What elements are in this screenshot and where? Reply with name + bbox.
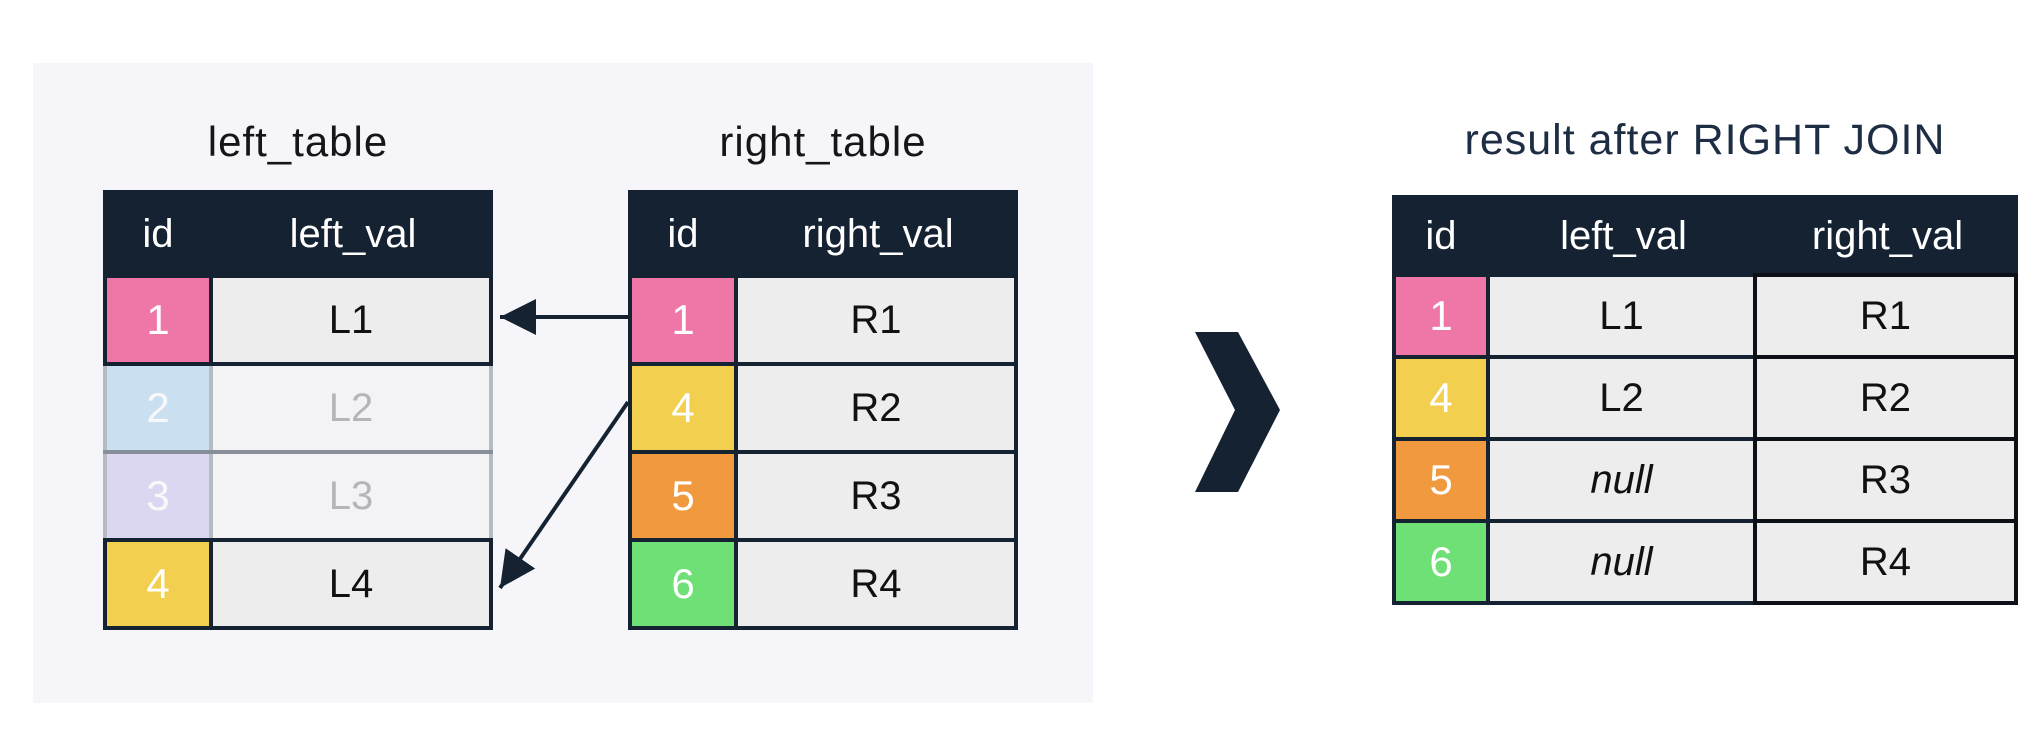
value-cell: R3 — [734, 450, 1018, 542]
id-cell: 1 — [103, 274, 213, 366]
value-cell: R2 — [734, 362, 1018, 454]
id-cell: 6 — [628, 538, 738, 630]
id-cell: 4 — [1392, 355, 1490, 441]
column-header-right-val: right_val — [802, 211, 954, 256]
id-cell: 5 — [1392, 437, 1490, 523]
left-val-null-cell: null — [1486, 437, 1757, 523]
table-row: 4 R2 — [628, 362, 1018, 454]
table-row: 4 L4 — [103, 538, 493, 630]
result-table-title: result after RIGHT JOIN — [1464, 116, 1946, 164]
chevron-right-icon — [1195, 332, 1280, 492]
left-val-null-cell: null — [1486, 519, 1757, 605]
left-table: id left_val 1 L1 2 L2 3 L3 4 L4 — [103, 190, 493, 630]
right-table-title: right_table — [719, 118, 927, 165]
value-cell: L1 — [209, 274, 493, 366]
table-row: 1 R1 — [628, 274, 1018, 366]
right-val-cell: R4 — [1753, 519, 2018, 605]
value-cell: L2 — [209, 362, 493, 454]
id-cell: 4 — [628, 362, 738, 454]
value-cell: L3 — [209, 450, 493, 542]
column-header-right-val: right_val — [1811, 213, 1964, 258]
right-table-header: id right_val — [628, 190, 1018, 278]
column-header-left-val: left_val — [1560, 213, 1687, 258]
value-cell: R4 — [734, 538, 1018, 630]
table-row-unmatched: 3 L3 — [103, 450, 493, 542]
right-val-cell: R1 — [1753, 273, 2018, 359]
id-cell: 1 — [1392, 273, 1490, 359]
result-table: id left_val right_val 1 L1 R1 4 L2 R2 5 … — [1392, 195, 2018, 605]
table-row-unmatched: 2 L2 — [103, 362, 493, 454]
id-cell: 2 — [103, 362, 213, 454]
table-row: 1 L1 — [103, 274, 493, 366]
left-val-cell: L2 — [1486, 355, 1757, 441]
column-header-id: id — [667, 211, 699, 256]
left-table-title: left_table — [207, 118, 389, 165]
left-table-header: id left_val — [103, 190, 493, 278]
result-table-header: id left_val right_val — [1392, 195, 2018, 277]
value-cell: R1 — [734, 274, 1018, 366]
id-cell: 6 — [1392, 519, 1490, 605]
column-header-left-val: left_val — [289, 211, 417, 256]
table-row: 6 null R4 — [1392, 519, 2018, 605]
right-val-cell: R3 — [1753, 437, 2018, 523]
right-table: id right_val 1 R1 4 R2 5 R3 6 R4 — [628, 190, 1018, 630]
id-cell: 4 — [103, 538, 213, 630]
id-cell: 1 — [628, 274, 738, 366]
table-row: 5 R3 — [628, 450, 1018, 542]
table-row: 6 R4 — [628, 538, 1018, 630]
id-cell: 3 — [103, 450, 213, 542]
column-header-id: id — [142, 211, 174, 256]
table-row: 4 L2 R2 — [1392, 355, 2018, 441]
table-row: 5 null R3 — [1392, 437, 2018, 523]
value-cell: L4 — [209, 538, 493, 630]
right-val-cell: R2 — [1753, 355, 2018, 441]
column-header-id: id — [1425, 213, 1457, 258]
table-row: 1 L1 R1 — [1392, 273, 2018, 359]
left-val-cell: L1 — [1486, 273, 1757, 359]
id-cell: 5 — [628, 450, 738, 542]
